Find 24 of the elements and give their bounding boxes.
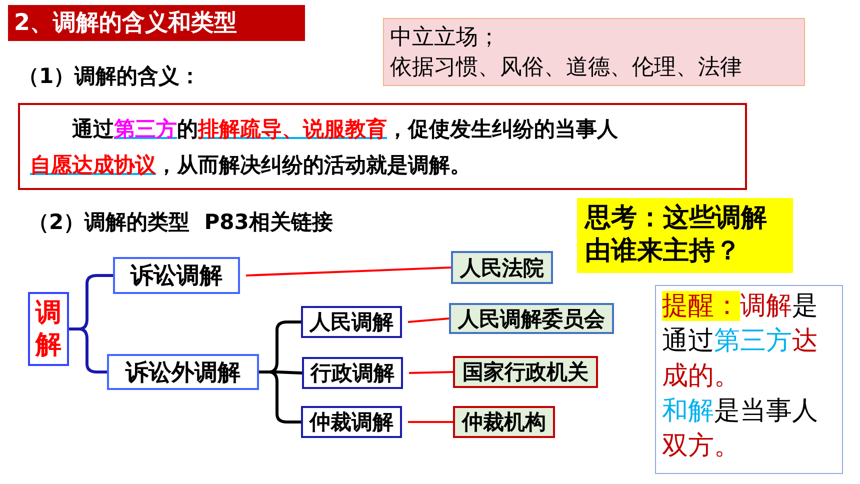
organization-box: 仲裁机构 xyxy=(453,406,555,438)
connector-line xyxy=(246,266,452,276)
section-heading: （1）调解的含义： xyxy=(18,63,201,90)
question-text: 思考：这些调解由谁来主持？ xyxy=(585,202,768,268)
reminder-text: 提醒：调解是通过第三方达成的。 和解是当事人 双方。 xyxy=(662,290,819,463)
connector-line xyxy=(408,318,450,323)
category-box: 诉讼调解 xyxy=(113,257,240,294)
section-heading: （2）调解的类型 P83相关链接 xyxy=(28,209,333,236)
organization-box: 人民调解委员会 xyxy=(449,303,614,334)
organization-box: 国家行政机关 xyxy=(453,356,598,388)
category-box: 诉讼外调解 xyxy=(107,354,259,390)
brace xyxy=(69,328,107,374)
definition-text: 通过第三方的排解疏导、说服教育，促使发生纠纷的当事人 自愿达成协议，从而解决纠纷的活动就是调解。 xyxy=(30,116,619,179)
category-box: 人民调解 xyxy=(301,306,402,338)
brace xyxy=(259,370,301,424)
category-box: 仲裁调解 xyxy=(301,406,402,438)
category-box: 行政调解 xyxy=(302,357,403,389)
note-text: 依据习惯、风俗、道德、伦理、法律 xyxy=(390,54,743,82)
organization-box: 人民法院 xyxy=(451,251,553,284)
root-box: 调解 xyxy=(28,292,69,366)
connector-line xyxy=(408,421,453,423)
connector-line xyxy=(408,371,454,374)
note-text: 中立立场； xyxy=(390,24,501,52)
title-banner: 2、调解的含义和类型 xyxy=(8,5,305,41)
